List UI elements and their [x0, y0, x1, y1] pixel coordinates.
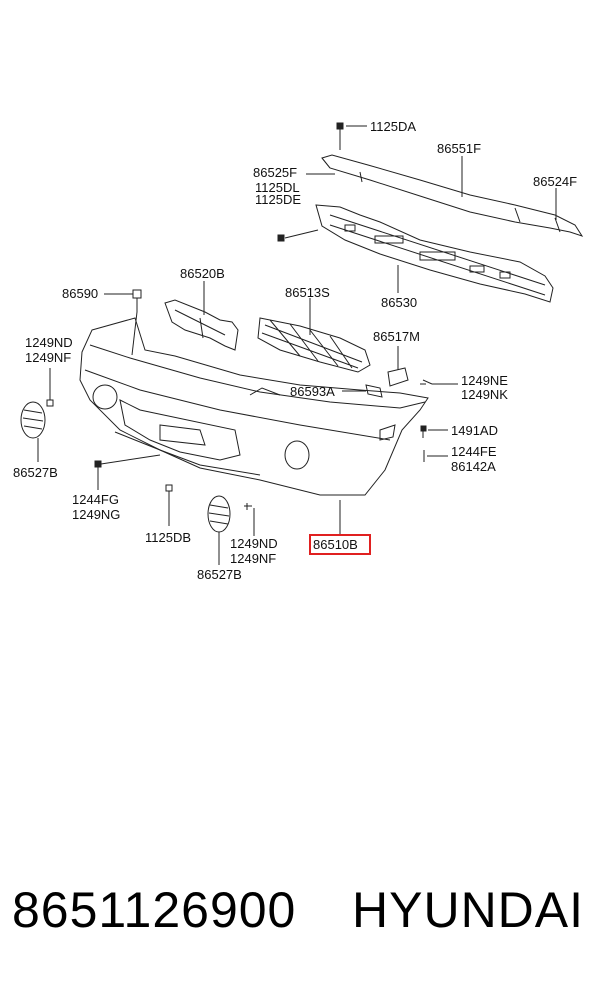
- screw-1244fe: [423, 450, 448, 462]
- label-86527b-left: 86527B: [13, 465, 58, 480]
- label-1125dl: 1125DL: [255, 180, 300, 195]
- beam-86530: [277, 204, 554, 303]
- label-1249nd-left: 1249ND: [25, 335, 73, 350]
- screw-1249nd-left: [46, 368, 54, 407]
- brand-name: HYUNDAI: [352, 882, 585, 938]
- label-1249ne: 1249NE: [461, 373, 508, 388]
- label-86510b: 86510B: [313, 537, 358, 552]
- parts-diagram: 1125DA 86551F 86525F 1125DL 1125DE 86524…: [13, 119, 584, 582]
- part-86593a: [342, 384, 383, 398]
- screw-1491ad: [420, 425, 448, 438]
- fog-cover-86527b-right: [207, 495, 231, 565]
- label-1244fe: 1244FE: [451, 444, 497, 459]
- label-1249nd-bottom: 1249ND: [230, 536, 278, 551]
- bracket-86520b: [164, 281, 239, 351]
- label-1249nf-bottom: 1249NF: [230, 551, 276, 566]
- screw-1249ne: [420, 379, 458, 385]
- leader-line: [284, 229, 319, 239]
- clip-86590: [104, 289, 142, 356]
- bolt-1125db: [165, 484, 173, 526]
- highlight-box: [309, 534, 371, 555]
- label-86527b-right: 86527B: [197, 567, 242, 582]
- label-86524f: 86524F: [533, 174, 577, 189]
- label-1249ng: 1249NG: [72, 507, 120, 522]
- fog-cover-86527b-left: [20, 401, 46, 462]
- label-86530: 86530: [381, 295, 417, 310]
- bolt-head: [277, 234, 285, 242]
- footer: 8651126900 HYUNDAI: [0, 870, 600, 950]
- bolt-1125da: [336, 122, 367, 150]
- label-86525f: 86525F: [253, 165, 297, 180]
- label-86520b: 86520B: [180, 266, 225, 281]
- label-1249nk: 1249NK: [461, 387, 508, 402]
- label-86517m: 86517M: [373, 329, 420, 344]
- screw-1244fg: [94, 454, 161, 490]
- screw-1249nd-bottom: [244, 503, 255, 536]
- label-1491ad: 1491AD: [451, 423, 498, 438]
- bumper-86510b: [79, 317, 429, 535]
- label-86593a: 86593A: [290, 384, 335, 399]
- label-1125de: 1125DE: [255, 192, 301, 207]
- grille-86513s: [257, 298, 371, 373]
- label-1244fg: 1244FG: [72, 492, 119, 507]
- part-number: 8651126900: [12, 882, 297, 938]
- label-86513s: 86513S: [285, 285, 330, 300]
- label-1249nf-left: 1249NF: [25, 350, 71, 365]
- label-86590: 86590: [62, 286, 98, 301]
- label-86551f: 86551F: [437, 141, 481, 156]
- bracket-86551f: [306, 154, 584, 237]
- label-1125da: 1125DA: [370, 119, 416, 134]
- label-1125db: 1125DB: [145, 530, 191, 545]
- label-86142a: 86142A: [451, 459, 496, 474]
- bracket-86517m: [387, 346, 409, 387]
